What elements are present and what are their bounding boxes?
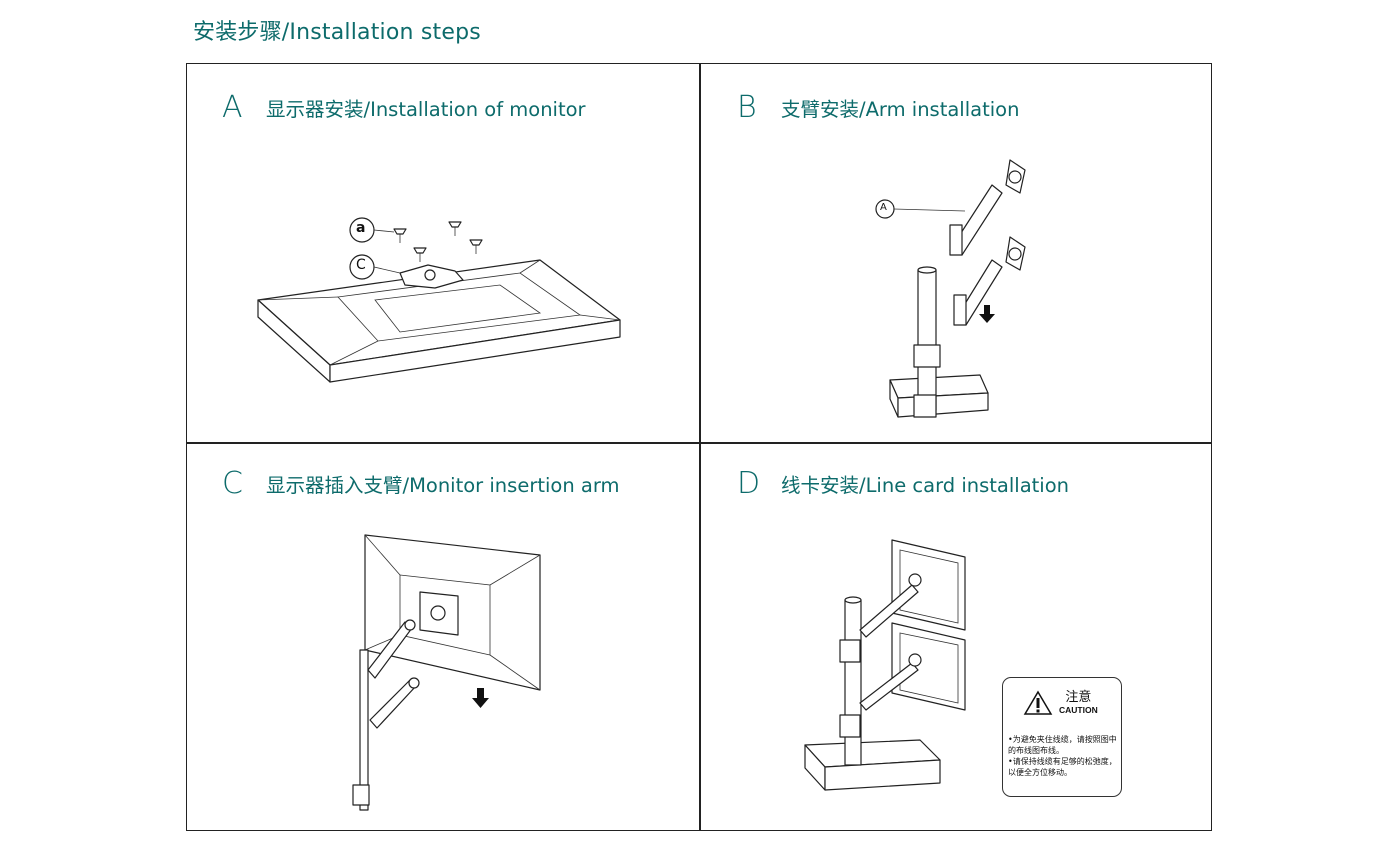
step-d-header: D 线卡安装/Line card installation [737,466,1069,501]
grid-divider-vertical [699,64,701,830]
caution-title-cn: 注意 [1065,690,1092,705]
step-b-title: 支臂安装/Arm installation [781,98,1020,121]
caution-note: •为避免夹住线缆，请按照图中的布线图布线。 [1008,735,1117,755]
screw-group [393,221,483,262]
grid-divider-horizontal [187,442,1211,444]
steps-grid [186,63,1212,831]
step-c-title: 显示器插入支臂/Monitor insertion arm [266,474,620,497]
down-arrow-icon [979,305,995,323]
line-card-illustration [804,539,966,791]
down-arrow-icon [472,688,489,708]
upper-arm [949,159,1026,256]
monitor-mount-illustration [257,217,621,383]
caution-title-en: CAUTION [1059,705,1098,715]
step-a-header: A 显示器安装/Installation of monitor [222,90,586,125]
step-b-letter: B [737,90,757,125]
step-c-letter: C [222,466,243,501]
callout-a-arm-label: A [880,202,887,213]
caution-note: •请保持线缆有足够的松弛度，以便全方位移动。 [1008,757,1117,777]
callout-a-label: a [356,220,366,236]
step-b-header: B 支臂安装/Arm installation [737,90,1019,125]
step-a-title: 显示器安装/Installation of monitor [266,98,586,121]
step-a-letter: A [222,90,243,125]
arm-installation-illustration [875,159,1026,418]
monitor-insertion-illustration [352,534,541,811]
caution-card: 注意 CAUTION •为避免夹住线缆，请按照图中的布线图布线。 •请保持线缆有… [1002,677,1122,797]
callout-c-label: C [356,257,366,273]
step-d-title: 线卡安装/Line card installation [781,474,1069,497]
step-d-letter: D [737,466,761,501]
step-c-header: C 显示器插入支臂/Monitor insertion arm [222,466,620,501]
page-title: 安装步骤/Installation steps [193,20,481,45]
warning-triangle-icon [1023,690,1053,715]
caution-notes: •为避免夹住线缆，请按照图中的布线图布线。 •请保持线缆有足够的松弛度，以便全方… [1008,734,1120,778]
lower-arm [953,236,1026,326]
